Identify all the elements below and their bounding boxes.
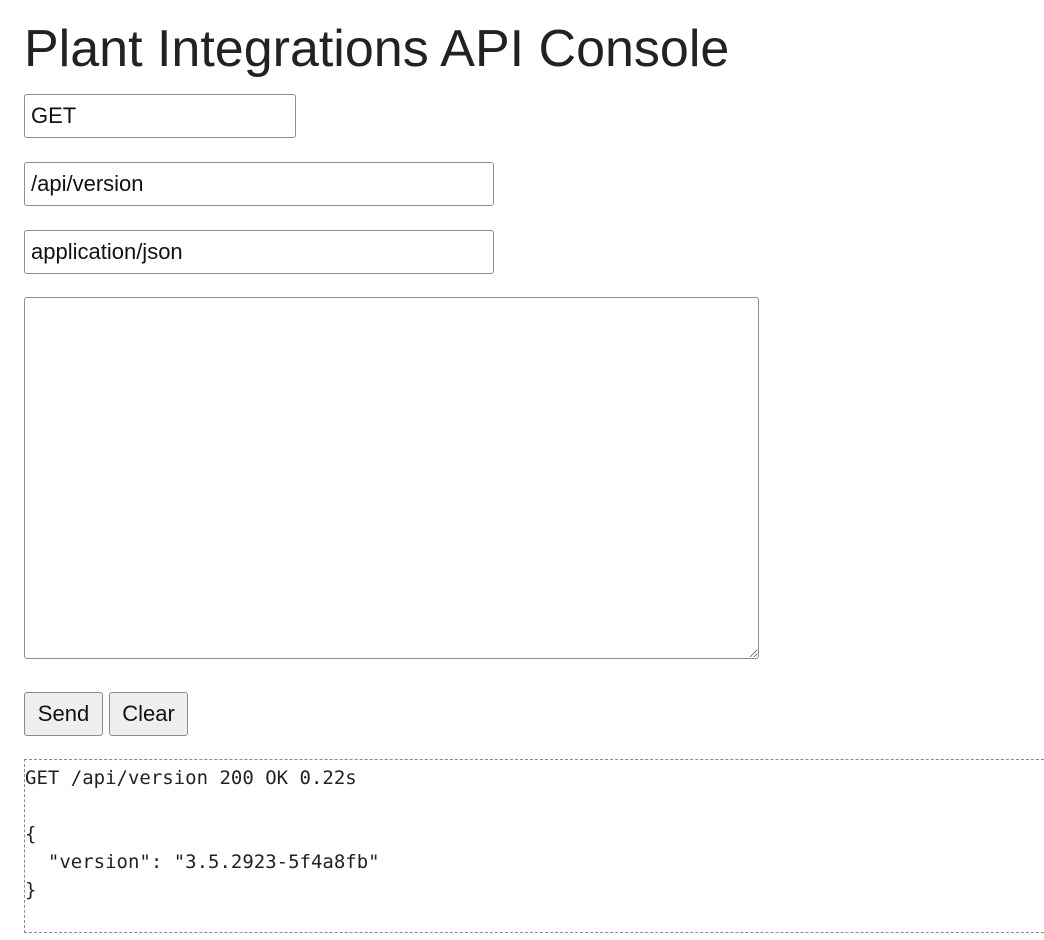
request-body-textarea[interactable] [24, 297, 759, 659]
page-title: Plant Integrations API Console [24, 20, 730, 78]
path-input[interactable] [24, 162, 494, 206]
send-button[interactable]: Send [24, 692, 103, 736]
response-status-line: GET /api/version 200 OK 0.22s [25, 767, 357, 789]
method-input[interactable] [24, 94, 296, 138]
clear-button[interactable]: Clear [109, 692, 188, 736]
response-body-line: { [25, 823, 37, 845]
response-body-line: "version": "3.5.2923-5f4a8fb" [25, 851, 380, 873]
response-body-line: } [25, 879, 37, 901]
response-body-line [25, 792, 1044, 820]
content-type-input[interactable] [24, 230, 494, 274]
response-output: GET /api/version 200 OK 0.22s { "version"… [24, 759, 1044, 933]
